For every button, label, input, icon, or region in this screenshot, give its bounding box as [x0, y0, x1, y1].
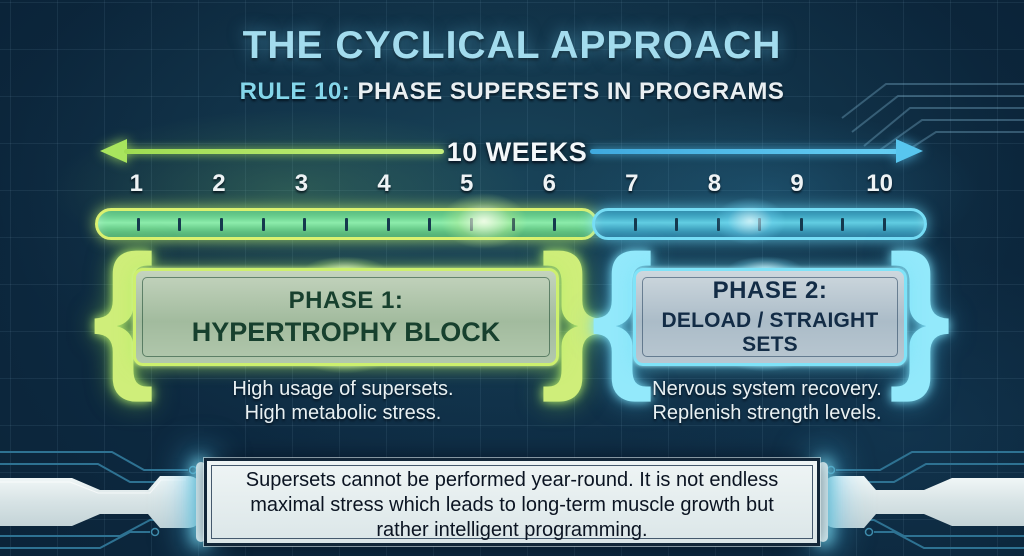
- circuit-decoration-bottom-left: [0, 451, 200, 549]
- tick-mark: [344, 217, 348, 231]
- week-number: 8: [707, 170, 722, 197]
- phase2-desc-line1: Nervous system recovery.: [652, 378, 882, 400]
- tick-mark: [428, 217, 432, 231]
- blue-timeline-bar: [592, 208, 927, 240]
- page-title: THE CYCLICAL APPROACH: [242, 24, 782, 67]
- tick-mark: [136, 217, 140, 231]
- phase2-title: PHASE 2:: [712, 277, 828, 304]
- week-number: 6: [542, 170, 556, 197]
- tick-mark: [758, 217, 761, 231]
- tick-mark: [303, 217, 307, 231]
- tick-mark: [799, 217, 803, 231]
- tick-mark: [841, 217, 844, 231]
- tick-mark: [469, 217, 473, 231]
- banner-glow-bracket-left: [196, 462, 206, 542]
- week-number: 3: [294, 170, 309, 197]
- phase1-description: High usage of supersets. High metabolic …: [133, 377, 553, 425]
- tick-mark: [716, 217, 720, 231]
- phase2-desc-line2: Replenish strength levels.: [652, 402, 882, 424]
- phase1-box: PHASE 1: HYPERTROPHY BLOCK: [133, 268, 559, 366]
- week-number: 1: [129, 170, 143, 197]
- tick-mark: [633, 217, 637, 231]
- duration-label: 10 WEEKS: [446, 137, 588, 167]
- week-number: 4: [377, 170, 391, 197]
- banner-glow-bracket-right: [818, 462, 828, 542]
- circuit-decoration-bottom-right: [824, 451, 1024, 549]
- footer-line-3: rather intelligent programming.: [376, 519, 648, 541]
- week-number: 7: [625, 170, 639, 197]
- phase2-box: PHASE 2: DELOAD / STRAIGHT SETS: [633, 268, 907, 366]
- tick-mark: [882, 217, 886, 231]
- right-arrowhead-icon: [896, 139, 923, 163]
- tick-mark: [675, 217, 678, 231]
- week-numbers: 1 2 3 4 5 6 7 8 9 10: [95, 170, 921, 198]
- green-arrow-line: [124, 149, 444, 154]
- circuit-decoration-top-right: [841, 83, 1024, 150]
- tick-mark: [219, 217, 223, 231]
- footer-banner: Supersets cannot be performed year-round…: [204, 458, 820, 546]
- week-number: 5: [459, 170, 474, 197]
- tick-mark: [386, 217, 390, 231]
- page-subtitle: RULE 10: PHASE SUPERSETS IN PROGRAMS: [0, 78, 1024, 106]
- footer-line-2: maximal stress which leads to long-term …: [250, 494, 774, 516]
- footer-text: Supersets cannot be performed year-round…: [207, 461, 817, 543]
- week-number: 2: [212, 170, 226, 197]
- tick-mark: [261, 217, 265, 231]
- footer-line-1: Supersets cannot be performed year-round…: [245, 469, 779, 491]
- tick-mark: [553, 217, 557, 231]
- phase1-title: PHASE 1:: [288, 286, 404, 314]
- phase1-desc-line2: High metabolic stress.: [244, 402, 442, 424]
- phase2-subtitle: DELOAD / STRAIGHT SETS: [661, 309, 879, 356]
- blue-arrow-line: [590, 149, 898, 154]
- green-timeline-bar: [95, 208, 598, 240]
- phase1-subtitle: HYPERTROPHY BLOCK: [191, 316, 501, 347]
- week-number: 10: [866, 170, 893, 197]
- phase2-description: Nervous system recovery. Replenish stren…: [608, 377, 926, 425]
- rule-number-label: RULE 10:: [239, 78, 351, 105]
- tick-mark: [511, 217, 515, 231]
- tick-mark: [178, 217, 182, 231]
- rule-text: PHASE SUPERSETS IN PROGRAMS: [357, 78, 785, 105]
- left-arrowhead-icon: [100, 139, 127, 163]
- week-number: 9: [790, 170, 804, 197]
- phase1-desc-line1: High usage of supersets.: [232, 378, 454, 400]
